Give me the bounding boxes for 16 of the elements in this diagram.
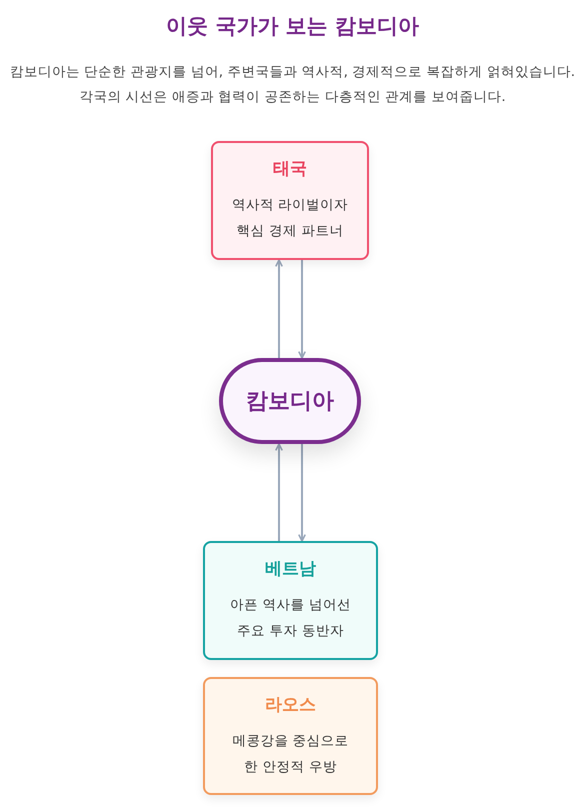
card-heading: 캄보디아 [246,388,334,416]
arrow [275,443,283,541]
country-card [203,677,378,795]
card-heading: 태국 [273,158,307,180]
arrow [298,260,306,359]
card-heading: 라오스 [265,694,316,716]
description: 캄보디아는 단순한 관광지를 넘어, 주변국들과 역사적, 경제적으로 복잡하게 얽혀있습니다. 각국의 시선은 애증과 협력이 공존하는 다층적인 관계를 보여줍니다. [8,63,576,107]
arrow [275,259,283,358]
card-text: 역사적 라이벌이자 핵심 경제 파트너 [230,196,350,241]
country-card [203,541,378,660]
arrow [298,444,306,542]
card-text: 메콩강을 중심으로 한 안정적 우방 [231,732,350,776]
card-text: 아픈 역사를 넘어선 주요 투자 동반자 [229,596,352,641]
country-card [211,141,369,260]
card-heading: 베트남 [265,558,316,580]
title: 이웃 국가가 보는 캄보디아 [165,13,420,40]
